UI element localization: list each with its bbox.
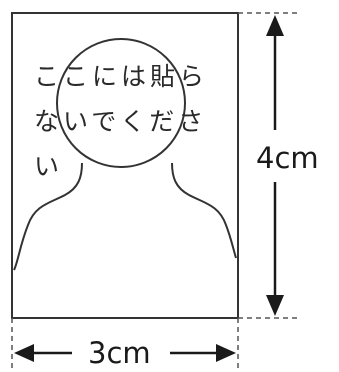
arrowhead-right-icon xyxy=(216,344,236,362)
arrowhead-left-icon xyxy=(14,344,34,362)
width-dimension-arrow xyxy=(14,344,236,362)
shoulder-right-outline xyxy=(171,162,237,259)
notice-line-3: い xyxy=(34,152,63,181)
height-dimension-arrow xyxy=(266,15,284,316)
arrowhead-down-icon xyxy=(266,295,284,316)
width-label: 3cm xyxy=(88,336,151,370)
shoulder-left-outline xyxy=(13,162,83,271)
head-outline xyxy=(56,38,186,168)
height-label: 4cm xyxy=(256,141,319,175)
notice-line-1: ここには貼ら xyxy=(34,62,208,91)
photo-frame xyxy=(11,12,239,319)
arrowhead-up-icon xyxy=(266,15,284,36)
notice-line-2: ないでくださ xyxy=(34,107,207,136)
